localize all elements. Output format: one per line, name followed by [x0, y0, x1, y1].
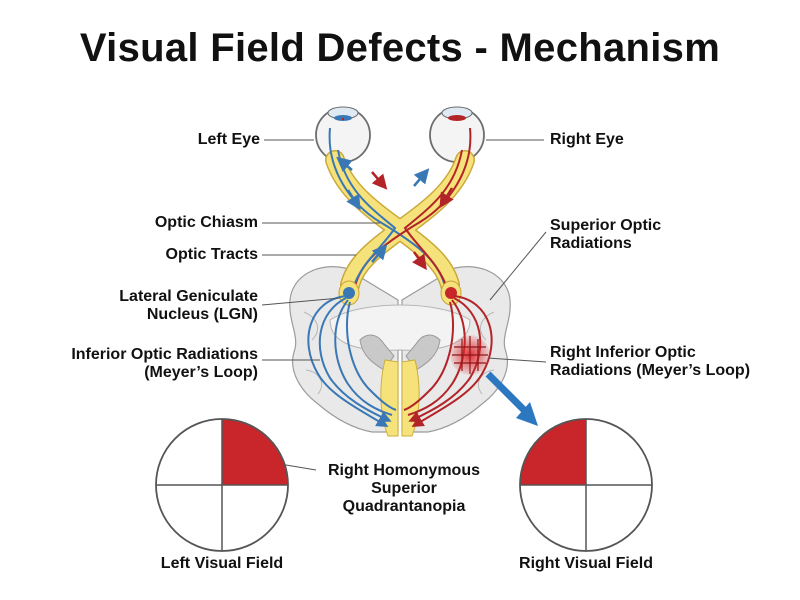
label-lgn: Lateral Geniculate Nucleus (LGN) [80, 288, 258, 324]
label-inferior-radiations-line1: Inferior Optic Radiations [71, 346, 258, 363]
label-superior-radiations: Superior Optic Radiations [550, 217, 661, 253]
label-optic-chiasm: Optic Chiasm [154, 214, 258, 231]
label-right-visual-field: Right Visual Field [519, 555, 653, 572]
flow-arrows [336, 156, 454, 271]
left-optic-radiations [307, 295, 397, 428]
right-optic-radiations [403, 295, 493, 428]
label-optic-tracts: Optic Tracts [165, 246, 258, 263]
label-lgn-line1: Lateral Geniculate [119, 288, 258, 305]
right-visual-field-diagram [519, 418, 653, 552]
label-left-visual-field: Left Visual Field [160, 555, 284, 572]
label-right-eye: Right Eye [550, 131, 624, 148]
lesion-marker [450, 335, 490, 375]
label-inferior-radiations: Inferior Optic Radiations (Meyer’s Loop) [40, 346, 258, 382]
leader-lines [255, 139, 547, 471]
optic-pathway [325, 150, 475, 295]
left-lgn [338, 280, 360, 306]
label-right-inferior-radiations-line1: Right Inferior Optic [550, 344, 696, 361]
label-defect-line3: Quadrantanopia [342, 498, 466, 515]
label-right-inferior-radiations-line2: Radiations (Meyer’s Loop) [550, 362, 751, 379]
lesion-arrow [485, 371, 538, 426]
label-superior-radiations-line2: Radiations [550, 235, 632, 252]
right-lgn [440, 280, 462, 306]
label-defect-line2: Superior [371, 480, 437, 497]
label-defect-line1: Right Homonymous [328, 462, 480, 479]
label-right-inferior-radiations: Right Inferior Optic Radiations (Meyer’s… [550, 344, 750, 380]
label-superior-radiations-line1: Superior Optic [550, 217, 662, 234]
page-title: Visual Field Defects - Mechanism [79, 26, 721, 70]
left-eye [315, 106, 371, 163]
right-eye [429, 106, 485, 163]
nasal-fibers [328, 127, 472, 291]
label-lgn-line2: Nucleus (LGN) [146, 306, 258, 323]
label-inferior-radiations-line2: (Meyer’s Loop) [144, 364, 258, 381]
label-left-eye: Left Eye [197, 131, 260, 148]
left-visual-field-diagram [155, 418, 289, 552]
label-defect: Right Homonymous Superior Quadrantanopia [316, 462, 492, 516]
